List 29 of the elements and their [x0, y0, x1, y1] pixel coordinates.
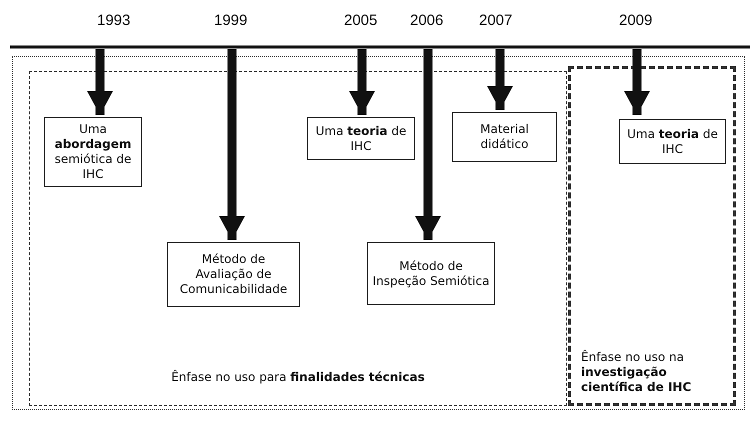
emphasis-region [568, 66, 736, 406]
emphasis-region [29, 71, 567, 406]
milestone-box [619, 119, 726, 164]
region-caption: Ênfase no uso na investigação científica de IHC [581, 350, 692, 395]
arrow [219, 49, 245, 240]
arrow [624, 49, 650, 115]
milestone-box [367, 242, 495, 305]
milestone-box [307, 117, 415, 160]
milestone-box [452, 112, 557, 162]
arrow [87, 49, 113, 115]
year-label: 1999 [214, 12, 248, 29]
milestone-text: Uma teoria de IHC [314, 124, 408, 154]
year-label: 1993 [97, 12, 130, 29]
year-label: 2009 [619, 12, 652, 29]
region-caption: Ênfase no uso para finalidades técnicas [170, 370, 426, 385]
milestone-text: Uma abordagem semiótica de IHC [54, 122, 132, 182]
milestone-box [167, 242, 300, 307]
milestone-text: Uma teoria de IHC [626, 126, 719, 156]
milestone-box [44, 117, 142, 187]
milestone-text: Método de Inspeção Semiótica [372, 258, 490, 288]
milestone-text: Material didático [479, 122, 530, 152]
year-label: 2005 [344, 12, 378, 29]
arrow [349, 49, 375, 115]
milestone-text: Método de Avaliação de Comunicabilidade [178, 252, 288, 297]
timeline-frame [12, 56, 745, 410]
arrow [487, 49, 513, 110]
year-label: 2006 [410, 12, 444, 29]
arrow [415, 49, 441, 240]
year-label: 2007 [479, 12, 512, 29]
